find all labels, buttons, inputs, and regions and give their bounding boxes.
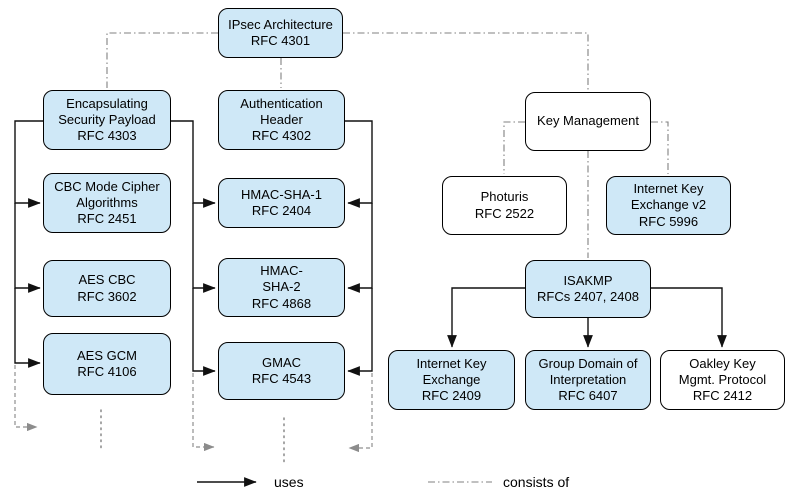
connector-esp-hmacsha1 — [170, 120, 216, 208]
node-gmac: GMAC RFC 4543 — [218, 342, 345, 400]
continuation-ah-bus — [348, 373, 373, 453]
node-cbc-mode-cipher-label: CBC Mode Cipher Algorithms RFC 2451 — [54, 178, 160, 227]
connector-esp-hmacsha2 — [192, 203, 216, 293]
node-cbc-mode-cipher: CBC Mode Cipher Algorithms RFC 2451 — [43, 173, 171, 233]
node-photuris-label: Photuris RFC 2522 — [474, 189, 535, 221]
node-ipsec-architecture: IPsec Architecture RFC 4301 — [218, 8, 343, 58]
node-authentication-header-label: Authentication Header RFC 4302 — [240, 95, 323, 144]
node-ikev2-label: Internet Key Exchange v2 RFC 5996 — [630, 181, 707, 229]
node-isakmp-label: ISAKMP RFCs 2407, 2408 — [537, 272, 639, 304]
connector-ah-hmacsha2 — [347, 203, 373, 293]
connector-ah-hmacsha1 — [345, 120, 373, 208]
node-hmac-sha1-label: HMAC-SHA-1 RFC 2404 — [241, 186, 322, 218]
node-ipsec-architecture-label: IPsec Architecture RFC 4301 — [228, 16, 333, 48]
node-oakley: Oakley Key Mgmt. Protocol RFC 2412 — [660, 350, 785, 410]
node-internet-key-exchange-label: Internet Key Exchange RFC 2409 — [416, 355, 487, 404]
node-internet-key-exchange: Internet Key Exchange RFC 2409 — [388, 350, 515, 410]
continuation-connectors — [14, 365, 373, 453]
connector-km-ikev2 — [651, 121, 669, 174]
node-oakley-label: Oakley Key Mgmt. Protocol RFC 2412 — [678, 355, 767, 404]
node-photuris: Photuris RFC 2522 — [442, 176, 567, 235]
node-aes-gcm-label: AES GCM RFC 4106 — [77, 347, 137, 379]
connector-isakmp-oakley — [650, 287, 727, 348]
node-authentication-header: Authentication Header RFC 4302 — [218, 90, 345, 150]
connector-isakmp-ike — [447, 287, 525, 348]
node-ikev2: Internet Key Exchange v2 RFC 5996 — [606, 176, 731, 235]
node-esp-label: Encapsulating Security Payload RFC 4303 — [58, 95, 156, 144]
legend-uses-label: uses — [274, 474, 304, 490]
node-aes-gcm: AES GCM RFC 4106 — [43, 333, 171, 395]
continuation-esp-right-bus — [192, 373, 215, 452]
connector-ipsec-keymanagement — [343, 32, 589, 90]
node-hmac-sha1: HMAC-SHA-1 RFC 2404 — [218, 178, 345, 228]
connector-esp-gmac — [192, 288, 216, 376]
ellipsis-dotted-lines — [100, 409, 285, 465]
node-hmac-sha2-label: HMAC- SHA-2 RFC 4868 — [251, 263, 312, 311]
node-isakmp: ISAKMP RFCs 2407, 2408 — [525, 260, 651, 318]
node-aes-cbc-label: AES CBC RFC 3602 — [77, 272, 137, 304]
connector-esp-aesgcm — [14, 288, 41, 368]
node-aes-cbc: AES CBC RFC 3602 — [43, 260, 171, 317]
node-key-management: Key Management — [525, 92, 651, 151]
node-gmac-label: GMAC RFC 4543 — [251, 354, 312, 386]
connector-esp-aescbc — [14, 203, 41, 293]
uses-connectors — [14, 120, 727, 487]
connector-km-photuris — [503, 121, 525, 174]
node-gdoi: Group Domain of Interpretation RFC 6407 — [525, 350, 651, 410]
connector-ipsec-esp — [106, 32, 218, 88]
node-key-management-label: Key Management — [537, 113, 639, 129]
legend-consists-of-label: consists of — [503, 474, 570, 490]
node-hmac-sha2: HMAC- SHA-2 RFC 4868 — [218, 258, 345, 317]
connector-ah-gmac — [347, 288, 373, 376]
connector-esp-cbcmode — [14, 120, 43, 208]
consists-of-connectors — [106, 32, 669, 483]
node-esp: Encapsulating Security Payload RFC 4303 — [43, 90, 171, 150]
continuation-esp-bus — [14, 365, 38, 432]
node-gdoi-label: Group Domain of Interpretation RFC 6407 — [538, 355, 638, 404]
